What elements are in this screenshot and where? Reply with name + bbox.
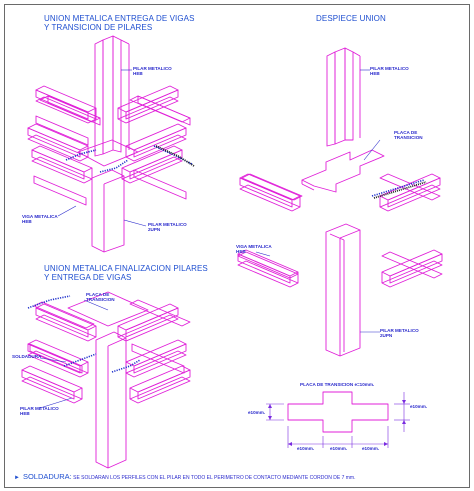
title-union-entrega-2: Y TRANSICION DE PILARES	[44, 23, 153, 32]
plate-detail	[287, 391, 389, 433]
assembly-union-finalizacion	[21, 291, 191, 469]
title-union-final-2: Y ENTREGA DE VIGAS	[44, 273, 132, 282]
assembly-despiece	[237, 47, 443, 357]
title-union-entrega-1: UNION METALICA ENTREGA DE VIGAS	[44, 14, 195, 23]
plate-dim-b: e10mm.	[330, 446, 348, 451]
title-union-final-1: UNION METALICA FINALIZACION PILARES	[44, 264, 208, 273]
title-despiece: DESPIECE UNION	[316, 14, 386, 23]
footer-term: SOLDADURA:	[22, 472, 72, 481]
label-soldadura: SOLDADURA	[12, 354, 42, 359]
plate-dim-c: e10mm.	[362, 446, 380, 451]
drawing-frame	[4, 4, 470, 488]
plate-height-right: e10mm.	[410, 404, 428, 409]
assembly-union-entrega	[27, 35, 191, 253]
plate-dim-a: e10mm.	[297, 446, 315, 451]
weld-seams	[27, 145, 425, 373]
footer-text: SE SOLDARAN LOS PERFILES CON EL PILAR EN…	[73, 475, 356, 481]
dimension-lines	[266, 392, 410, 448]
leader-lines	[39, 69, 381, 409]
bullet-arrow-icon: ►	[14, 475, 20, 481]
plate-detail-title: PLACA DE TRANSICION e=10mm.	[300, 382, 375, 387]
plate-height-left: e10mm.	[248, 410, 266, 415]
footer-note: ►SOLDADURA: SE SOLDARAN LOS PERFILES CON…	[14, 472, 355, 481]
